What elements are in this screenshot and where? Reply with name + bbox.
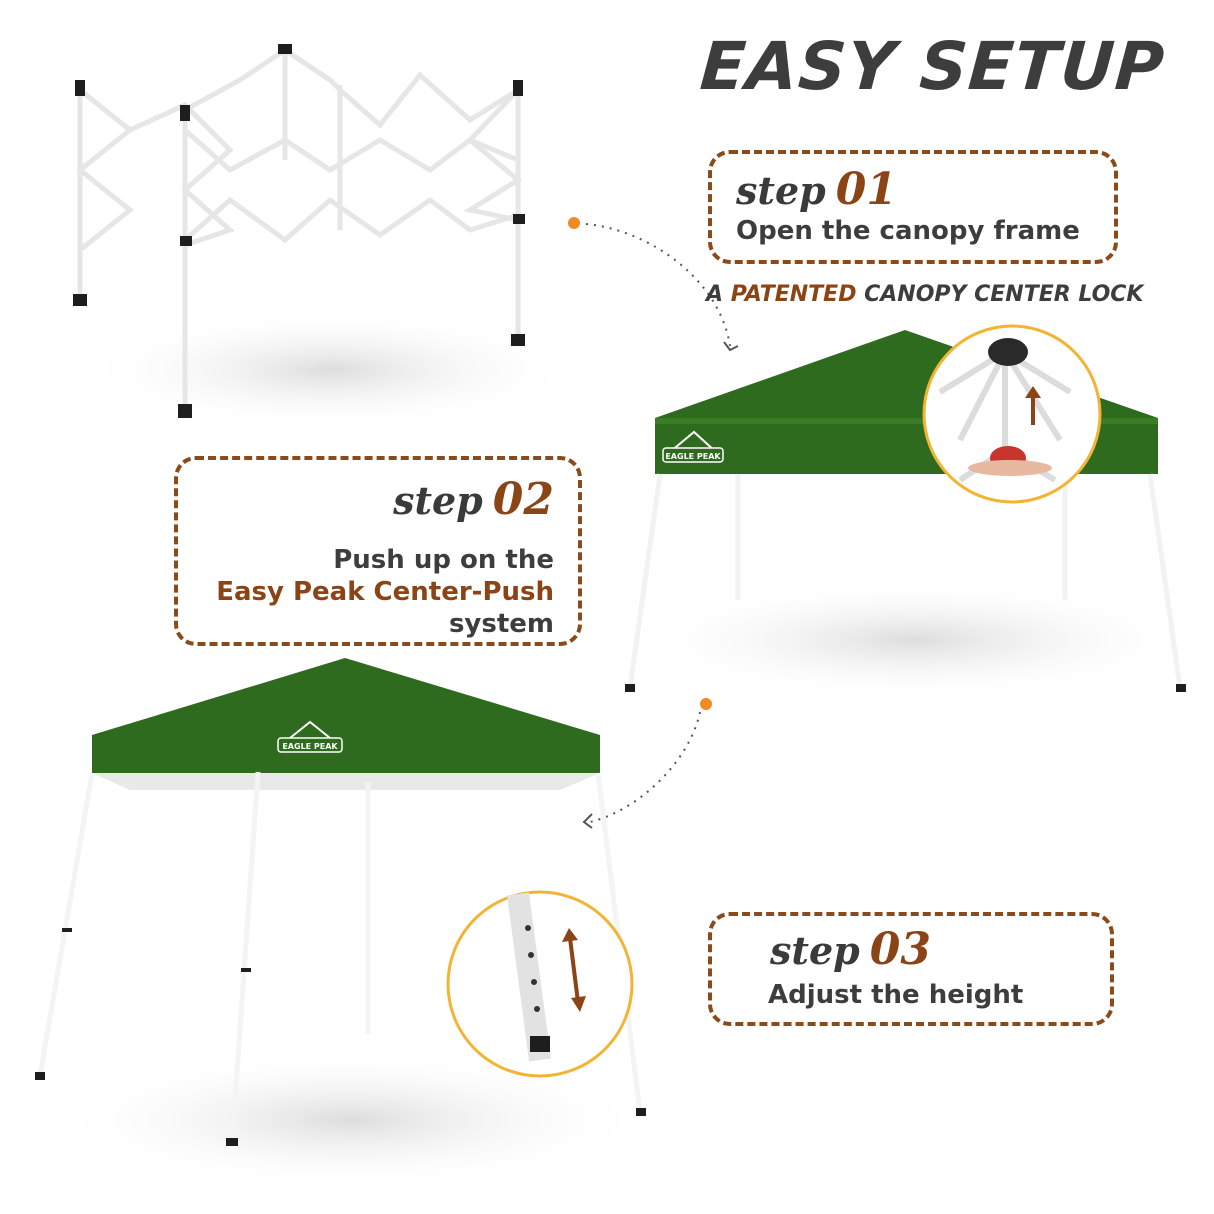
step-number: 03: [869, 924, 931, 975]
step-number: 02: [492, 474, 554, 525]
step-word: step: [736, 168, 826, 213]
patent-highlight: PATENTED: [730, 282, 857, 307]
up-arrow-icon: [1025, 386, 1041, 425]
tent-middle-illustration: EAGLE PEAK: [625, 330, 1205, 700]
page-title: EASY SETUP: [697, 28, 1168, 105]
step-02-description: Push up on the Easy Peak Center-Push sys…: [216, 544, 554, 640]
step-01-description: Open the canopy frame: [736, 216, 1080, 246]
tent-bottom-illustration: EAGLE PEAK: [35, 658, 650, 1190]
connector-dot: [568, 217, 580, 229]
center-lock-inset: [922, 324, 1102, 504]
step-02-line-3: system: [448, 609, 554, 639]
step-number: 01: [835, 164, 897, 215]
step-03-description: Adjust the height: [768, 980, 1024, 1010]
patent-line: A PATENTED CANOPY CENTER LOCK: [706, 282, 1176, 316]
step-word: step: [770, 928, 860, 973]
step-02-line-1: Push up on the: [333, 545, 554, 575]
double-arrow-icon: [562, 928, 586, 1012]
open-frame-illustration: [73, 44, 580, 430]
patent-prefix: A: [706, 282, 731, 307]
step-word: step: [393, 478, 483, 523]
brand-logo-text: EAGLE PEAK: [282, 742, 338, 751]
brand-logo-text: EAGLE PEAK: [665, 452, 721, 461]
patent-suffix: CANOPY CENTER LOCK: [856, 282, 1144, 307]
connector-dot: [700, 698, 712, 710]
step-02-line-2: Easy Peak Center-Push: [216, 577, 554, 607]
height-adjust-inset: [446, 890, 634, 1078]
